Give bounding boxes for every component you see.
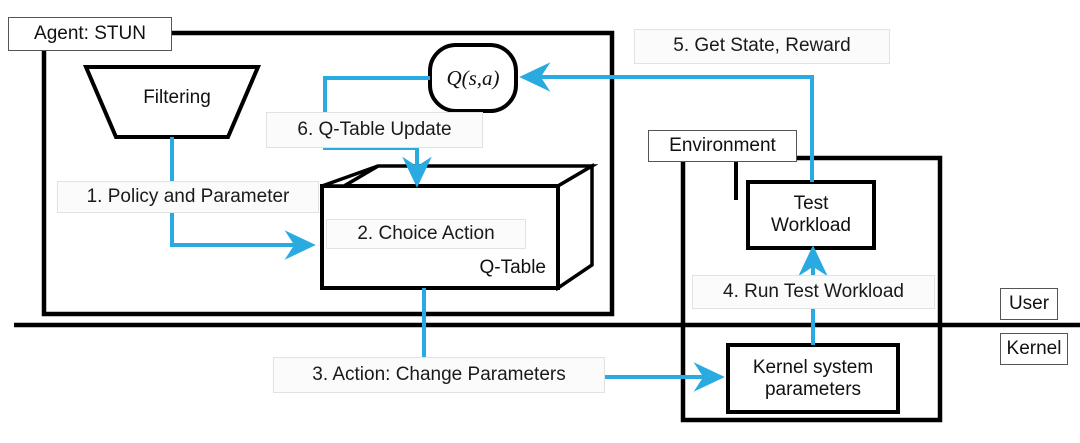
user-space-label: User: [1000, 288, 1058, 320]
q-function-node-label: Q(s,a): [430, 45, 516, 111]
agent-boundary-label-text: Agent: STUN: [34, 23, 146, 44]
edge-label-policy-and-parameter: 1. Policy and Parameter: [57, 181, 319, 213]
edge-policy-and-parameter: [170, 137, 316, 260]
filtering-shape: [82, 65, 262, 139]
edge-get-state-reward: [519, 62, 814, 182]
edge-label-run-test-workload-text: 4. Run Test Workload: [723, 280, 904, 302]
edge-label-action-change-parameters: 3. Action: Change Parameters: [273, 357, 605, 393]
edge-q-table-update: [323, 76, 432, 188]
kernel-space-label-text: Kernel: [1006, 338, 1062, 359]
user-space-label-text: User: [1008, 293, 1050, 314]
edge-label-q-table-update: 6. Q-Table Update: [266, 112, 483, 148]
q-table-choice-action-label: 2. Choice Action: [326, 219, 526, 249]
edge-label-action-change-parameters-text: 3. Action: Change Parameters: [312, 363, 566, 385]
edge-label-run-test-workload: 4. Run Test Workload: [692, 275, 935, 309]
kernel-space-label: Kernel: [1000, 333, 1068, 365]
edge-label-get-state-reward-text: 5. Get State, Reward: [673, 35, 851, 57]
agent-boundary: [41, 30, 615, 317]
q-table-front-bevel: [321, 164, 379, 188]
q-table-right-face: [556, 162, 594, 292]
q-function-node-label-text: Q(s,a): [446, 65, 500, 90]
kernel-system-parameters-shape: [726, 343, 900, 414]
agent-boundary-label: Agent: STUN: [8, 17, 172, 51]
edge-label-policy-and-parameter-text: 1. Policy and Parameter: [86, 185, 290, 207]
q-table-choice-action-label-text: 2. Choice Action: [357, 222, 495, 244]
q-table-top-face: [337, 164, 599, 188]
edge-label-get-state-reward: 5. Get State, Reward: [634, 29, 890, 64]
edge-label-q-table-update-text: 6. Q-Table Update: [297, 118, 452, 140]
test-workload-shape: [746, 180, 876, 250]
environment-boundary-label-text: Environment: [669, 135, 776, 156]
environment-boundary-label: Environment: [648, 130, 797, 162]
